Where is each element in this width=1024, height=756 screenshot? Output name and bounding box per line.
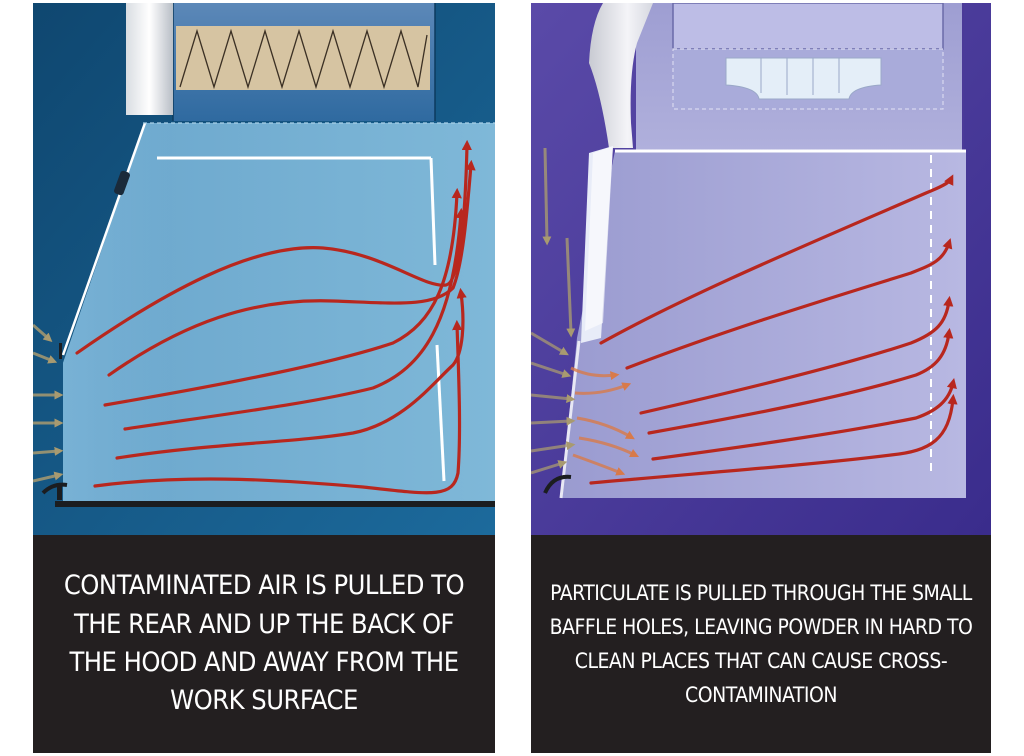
turbulence-arrows	[570, 366, 640, 476]
airflow-arrow	[625, 238, 953, 370]
airflow-arrow	[639, 295, 954, 415]
sash-glass-edge	[61, 122, 147, 356]
rear-baffle-upper	[429, 157, 437, 266]
left-hood-diagram: CONTAMINATED AIR IS PULLED TO THE REAR A…	[33, 3, 495, 753]
airflow-arrow	[107, 159, 476, 377]
right-hood-illustration	[531, 3, 991, 535]
airflow-arrow	[103, 187, 462, 407]
work-surface	[55, 501, 495, 507]
intake-arrows	[531, 331, 576, 475]
blower	[725, 57, 882, 100]
airflow-arrow	[75, 139, 473, 355]
sash-hinge	[114, 170, 130, 196]
exhaust-pipe	[126, 3, 173, 115]
right-hood-diagram: PARTICULATE IS PULLED THROUGH THE SMALL …	[531, 3, 991, 753]
airflow-arrow	[647, 327, 954, 435]
hood-interior	[561, 151, 966, 498]
right-caption: PARTICULATE IS PULLED THROUGH THE SMALL …	[531, 535, 991, 753]
airflow-arrow	[589, 393, 958, 485]
airflow-arrows	[589, 174, 958, 485]
hepa-filter	[176, 26, 430, 90]
airflow-arrow	[115, 287, 467, 460]
airflow-arrow	[599, 174, 954, 345]
left-hood-illustration	[33, 3, 495, 535]
downflow-arrows	[542, 147, 576, 338]
airflow-arrow	[651, 378, 957, 461]
airflow-arrow	[93, 319, 463, 495]
airflow-arrows	[75, 139, 476, 495]
sash-frame	[589, 3, 653, 148]
intake-arrows	[33, 323, 64, 483]
airfoil	[543, 474, 572, 494]
rear-baffle-lower	[435, 344, 446, 482]
left-caption: CONTAMINATED AIR IS PULLED TO THE REAR A…	[33, 535, 495, 753]
airfoil	[41, 482, 68, 495]
airflow-arrow	[123, 207, 466, 431]
